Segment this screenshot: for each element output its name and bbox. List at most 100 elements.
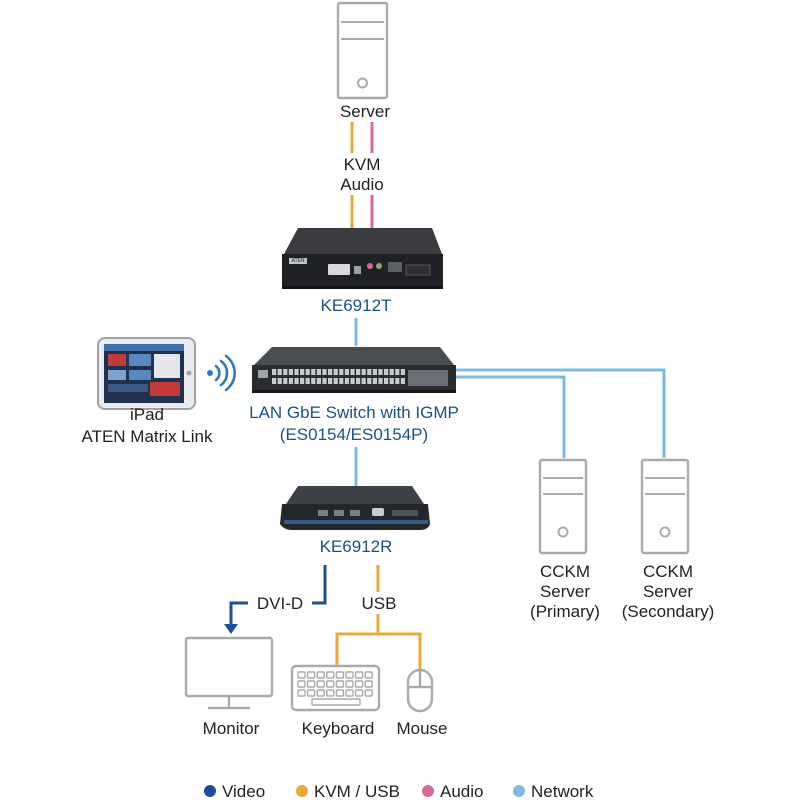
switch-port [356, 378, 361, 384]
keyboard-key [316, 689, 325, 697]
usb-line-keyboard [335, 632, 422, 671]
keyboard-key [326, 680, 335, 688]
keyboard-key [335, 689, 345, 697]
switch-port [367, 378, 372, 384]
switch-port [378, 369, 383, 375]
keyboard-key [316, 680, 325, 688]
audio-label: Audio [340, 175, 383, 194]
keyboard-key [345, 689, 354, 697]
keyboard-key [364, 680, 373, 688]
keyboard-key [354, 689, 364, 697]
legend-dot-audio [422, 785, 434, 797]
keyboard-key [297, 671, 306, 679]
switch-port [294, 378, 299, 384]
switch-port [305, 369, 310, 375]
keyboard-key [364, 671, 373, 679]
server-icon [538, 458, 588, 555]
cckm-secondary-label-1: CCKM [643, 562, 693, 581]
keyboard-key [354, 680, 364, 688]
keyboard-key [345, 680, 354, 688]
cckm-primary-label-2: Server [540, 582, 590, 601]
cckm-secondary-label-3: (Secondary) [622, 602, 715, 621]
server-icon [640, 458, 690, 555]
switch-port [277, 378, 282, 384]
keyboard-key [306, 680, 316, 688]
switch-port [372, 369, 377, 375]
keyboard-key [316, 671, 325, 679]
switch-port [316, 378, 321, 384]
switch-port [384, 378, 389, 384]
switch-port [311, 378, 316, 384]
switch-port [283, 378, 288, 384]
switch-port [389, 369, 394, 375]
switch-port [361, 369, 366, 375]
switch-port [322, 369, 327, 375]
network-line-cckm-primary [452, 375, 566, 458]
switch-port [344, 369, 349, 375]
switch-port [339, 369, 344, 375]
transmitter-label: KE6912T [321, 296, 392, 315]
switch-port [395, 378, 400, 384]
kvm-label: KVM [344, 155, 381, 174]
keyboard-key [297, 689, 306, 697]
switch-port [272, 378, 277, 384]
switch-port [361, 378, 366, 384]
cckm-secondary-label-2: Server [643, 582, 693, 601]
dvi-arrowhead [224, 624, 238, 634]
network-switch-icon [252, 347, 456, 393]
legend-dot-video [204, 785, 216, 797]
switch-port [384, 369, 389, 375]
switch-port [372, 378, 377, 384]
switch-port [367, 369, 372, 375]
legend: Video KVM / USB Audio Network [204, 782, 594, 800]
ipad-label: iPad [130, 405, 164, 424]
keyboard-key [354, 671, 364, 679]
usb-label: USB [362, 594, 397, 613]
switch-port [389, 378, 394, 384]
transmitter-brand: ATEN [292, 258, 305, 264]
switch-port [350, 378, 355, 384]
switch-port [344, 378, 349, 384]
server-icon [336, 1, 389, 100]
legend-dot-kvm-usb [296, 785, 308, 797]
switch-port [294, 369, 299, 375]
switch-ports [272, 369, 405, 384]
mouse-icon [406, 668, 434, 713]
keyboard-key [306, 671, 316, 679]
keyboard-key [364, 689, 373, 697]
switch-port [288, 369, 293, 375]
keyboard-key [326, 671, 335, 679]
switch-port [316, 369, 321, 375]
switch-port [300, 369, 305, 375]
legend-dot-network [513, 785, 525, 797]
switch-port [328, 378, 333, 384]
legend-label-audio: Audio [440, 782, 483, 800]
tablet-icon [97, 337, 196, 410]
transmitter-device-icon: ATEN [282, 228, 443, 289]
dvi-label-bg [248, 592, 312, 614]
switch-port [395, 369, 400, 375]
receiver-label: KE6912R [320, 537, 393, 556]
switch-port [333, 378, 338, 384]
receiver-device-icon [280, 486, 430, 530]
dvi-label: DVI-D [257, 594, 303, 613]
network-line-cckm-secondary [452, 368, 666, 458]
monitor-label: Monitor [203, 719, 260, 738]
server-label: Server [340, 102, 390, 121]
keyboard-key [297, 680, 306, 688]
keyboard-icon [290, 664, 381, 712]
mouse-label: Mouse [396, 719, 447, 738]
switch-port [305, 378, 310, 384]
keyboard-key [306, 689, 316, 697]
switch-models-label: (ES0154/ES0154P) [280, 425, 428, 444]
legend-label-network: Network [531, 782, 594, 800]
wifi-icon [207, 354, 236, 392]
legend-label-kvm-usb: KVM / USB [314, 782, 400, 800]
keyboard-key [326, 689, 335, 697]
cckm-primary-label-1: CCKM [540, 562, 590, 581]
connections [224, 122, 666, 671]
switch-port [328, 369, 333, 375]
ipad-app-label: ATEN Matrix Link [82, 427, 213, 446]
switch-port [322, 378, 327, 384]
keyboard-key [345, 671, 354, 679]
